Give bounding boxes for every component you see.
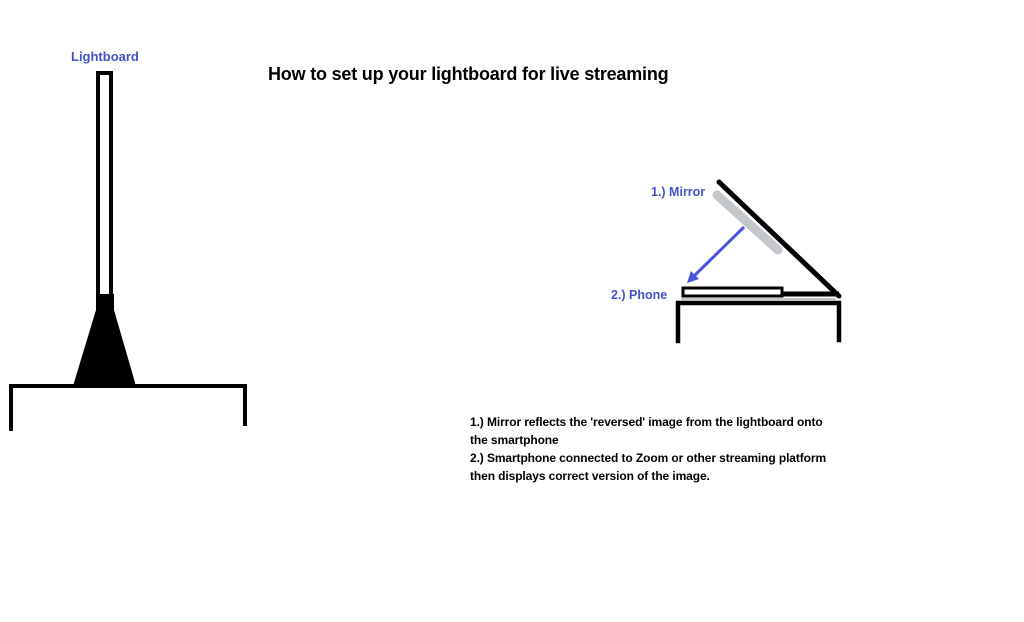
mirror-shadow (712, 190, 783, 255)
lightboard-base (73, 294, 136, 386)
mirror-label: 1.) Mirror (651, 185, 706, 199)
mirror-line (716, 179, 842, 299)
reflection-arrow-shaft (690, 225, 746, 280)
instruction-notes: 1.) Mirror reflects the 'reversed' image… (470, 413, 890, 485)
note-line-4: then displays correct version of the ima… (470, 469, 710, 483)
note-line-2: the smartphone (470, 433, 559, 447)
note-line-3: 2.) Smartphone connected to Zoom or othe… (470, 451, 827, 465)
page-title: How to set up your lightboard for live s… (268, 64, 669, 84)
lightboard-label: Lightboard (71, 49, 139, 64)
mirror-phone-drawing (675, 179, 842, 344)
lightboard-drawing (9, 71, 247, 431)
phone-outline (681, 286, 784, 298)
phone-stand (675, 300, 842, 344)
phone-label: 2.) Phone (611, 288, 668, 302)
lightboard-panel (96, 71, 113, 300)
note-line-1: 1.) Mirror reflects the 'reversed' image… (470, 415, 823, 429)
reflection-arrow-head (687, 271, 699, 283)
lightboard-table (9, 384, 247, 431)
